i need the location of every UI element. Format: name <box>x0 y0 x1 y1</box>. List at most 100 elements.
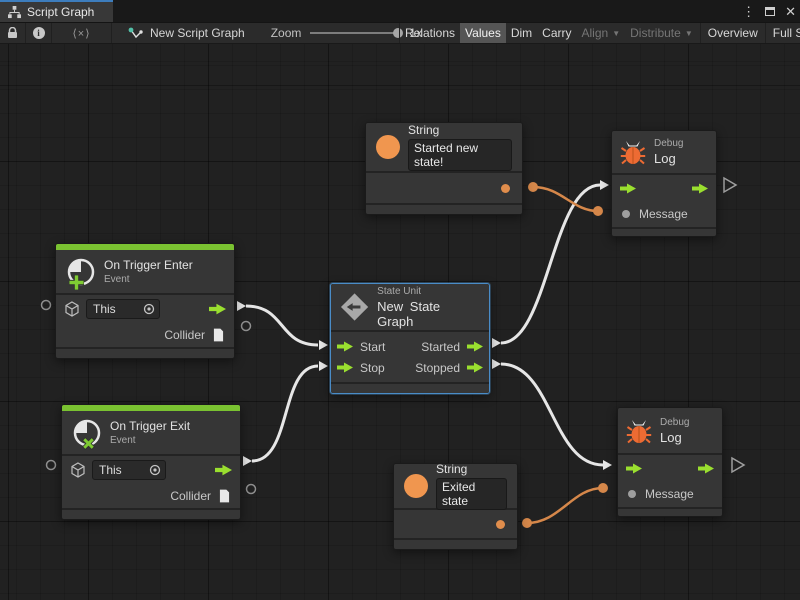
zoom-slider[interactable] <box>310 28 404 38</box>
info-icon: i <box>32 27 45 39</box>
node-state-unit[interactable]: State Unit New State Graph Start Started… <box>330 283 490 394</box>
fullscreen-button[interactable]: Full Scr <box>772 26 800 40</box>
cube-icon <box>71 462 85 478</box>
dim-button[interactable]: Dim <box>510 26 533 40</box>
flow-input-port[interactable] <box>620 183 636 194</box>
node-footer <box>618 509 722 516</box>
cube-icon <box>65 301 79 317</box>
port-label: Stopped <box>415 360 460 375</box>
zoom-knob[interactable] <box>393 28 404 38</box>
file-icon[interactable] <box>213 328 224 342</box>
info-button[interactable]: i <box>26 23 52 43</box>
string-icon <box>404 474 428 498</box>
node-string-bottom[interactable]: String Exited state <box>393 462 518 550</box>
variables-icon: ⟨×⟩ <box>72 27 91 40</box>
trigger-enter-icon <box>66 257 96 290</box>
event-color-bar <box>56 244 234 250</box>
wire-string-message-top <box>532 185 599 213</box>
node-string-top[interactable]: String Started new state! <box>365 122 523 215</box>
flow-output-port[interactable] <box>467 362 483 373</box>
align-dropdown[interactable]: Align ▼ <box>581 26 621 40</box>
overview-button[interactable]: Overview <box>707 26 758 40</box>
menu-icon[interactable]: ⋮ <box>742 3 756 19</box>
port-label: Collider <box>170 489 211 503</box>
node-on-trigger-enter[interactable]: On Trigger Enter Event This <box>55 243 235 359</box>
port-label: Message <box>645 487 694 501</box>
distribute-dropdown[interactable]: Distribute ▼ <box>630 26 693 40</box>
string-output-port[interactable] <box>496 519 505 529</box>
relations-button[interactable]: Relations <box>405 26 456 40</box>
target-object-field[interactable]: This <box>86 299 160 319</box>
flow-output-port[interactable] <box>692 183 708 194</box>
trigger-exit-icon <box>72 418 102 450</box>
chevron-down-icon: ▼ <box>684 28 693 38</box>
target-icon[interactable] <box>143 303 155 315</box>
file-icon[interactable] <box>219 489 230 503</box>
toolbar-separator <box>699 23 701 43</box>
event-color-bar <box>62 405 240 411</box>
message-input-port[interactable] <box>628 490 636 498</box>
node-title: String <box>436 462 468 476</box>
node-kind: Debug <box>654 138 684 149</box>
node-title: New State Graph <box>377 298 441 329</box>
x-icon <box>82 436 95 450</box>
flow-output-port[interactable] <box>209 303 226 315</box>
node-title: String <box>408 123 440 137</box>
flow-input-port[interactable] <box>337 341 353 352</box>
string-value-field[interactable]: Started new state! <box>408 139 512 171</box>
node-debug-log-top[interactable]: Debug Log Message <box>611 130 717 237</box>
target-icon[interactable] <box>149 464 161 476</box>
string-icon <box>376 135 400 159</box>
message-input-port[interactable] <box>622 210 630 218</box>
node-title: On Trigger Exit <box>110 419 191 433</box>
graph-name: New Script Graph <box>150 26 245 40</box>
zoom-value: 1x <box>409 26 423 40</box>
node-kind: State Unit <box>377 285 422 297</box>
port-label: Message <box>639 207 688 221</box>
tab-script-graph[interactable]: Script Graph <box>0 0 113 22</box>
value-wires <box>526 185 604 525</box>
node-on-trigger-exit[interactable]: On Trigger Exit Event This <box>61 404 241 520</box>
graph-canvas[interactable]: String Started new state! Debug <box>0 44 800 600</box>
node-title: On Trigger Enter <box>104 258 193 272</box>
flow-output-port[interactable] <box>467 341 483 352</box>
chevron-down-icon: ▼ <box>612 28 621 38</box>
tab-title: Script Graph <box>27 5 95 19</box>
wire-enter-start <box>245 304 319 347</box>
maximize-icon[interactable] <box>765 6 776 16</box>
node-kind: Event <box>104 274 130 285</box>
string-value-field[interactable]: Exited state <box>436 478 507 510</box>
wire-exit-stop <box>251 364 319 463</box>
node-debug-log-bottom[interactable]: Debug Log Message <box>617 407 723 517</box>
flow-output-port[interactable] <box>215 464 232 476</box>
graph-breadcrumb[interactable]: New Script Graph <box>112 26 259 40</box>
values-button[interactable]: Values <box>460 23 506 43</box>
node-title: Log <box>654 151 676 166</box>
graph-toolbar: i ⟨×⟩ New Script Graph Zoom 1x Rel <box>0 22 800 44</box>
state-unit-icon <box>340 293 369 321</box>
close-icon[interactable]: ✕ <box>785 3 796 19</box>
carry-button[interactable]: Carry <box>542 26 572 40</box>
lock-button[interactable] <box>0 23 26 43</box>
plus-icon <box>69 274 84 290</box>
script-graph-icon <box>8 5 21 18</box>
target-object-field[interactable]: This <box>92 460 166 480</box>
toolbar-separator <box>764 23 766 43</box>
node-footer <box>366 205 522 214</box>
string-output-port[interactable] <box>501 183 510 193</box>
flow-input-port[interactable] <box>337 362 353 373</box>
tab-bar: Script Graph ⋮ ✕ <box>0 0 800 22</box>
port-label: Started <box>421 339 460 354</box>
node-title: Log <box>660 429 682 445</box>
lock-icon <box>8 27 17 38</box>
flow-input-port[interactable] <box>626 463 642 474</box>
node-footer <box>62 510 240 519</box>
variables-button[interactable]: ⟨×⟩ <box>52 23 112 43</box>
wire-string-message-bottom <box>526 486 604 525</box>
bug-icon <box>620 141 646 165</box>
node-kind: Debug <box>660 416 690 428</box>
flow-output-port[interactable] <box>698 463 714 474</box>
port-label: Collider <box>164 328 205 342</box>
node-footer <box>331 384 489 393</box>
